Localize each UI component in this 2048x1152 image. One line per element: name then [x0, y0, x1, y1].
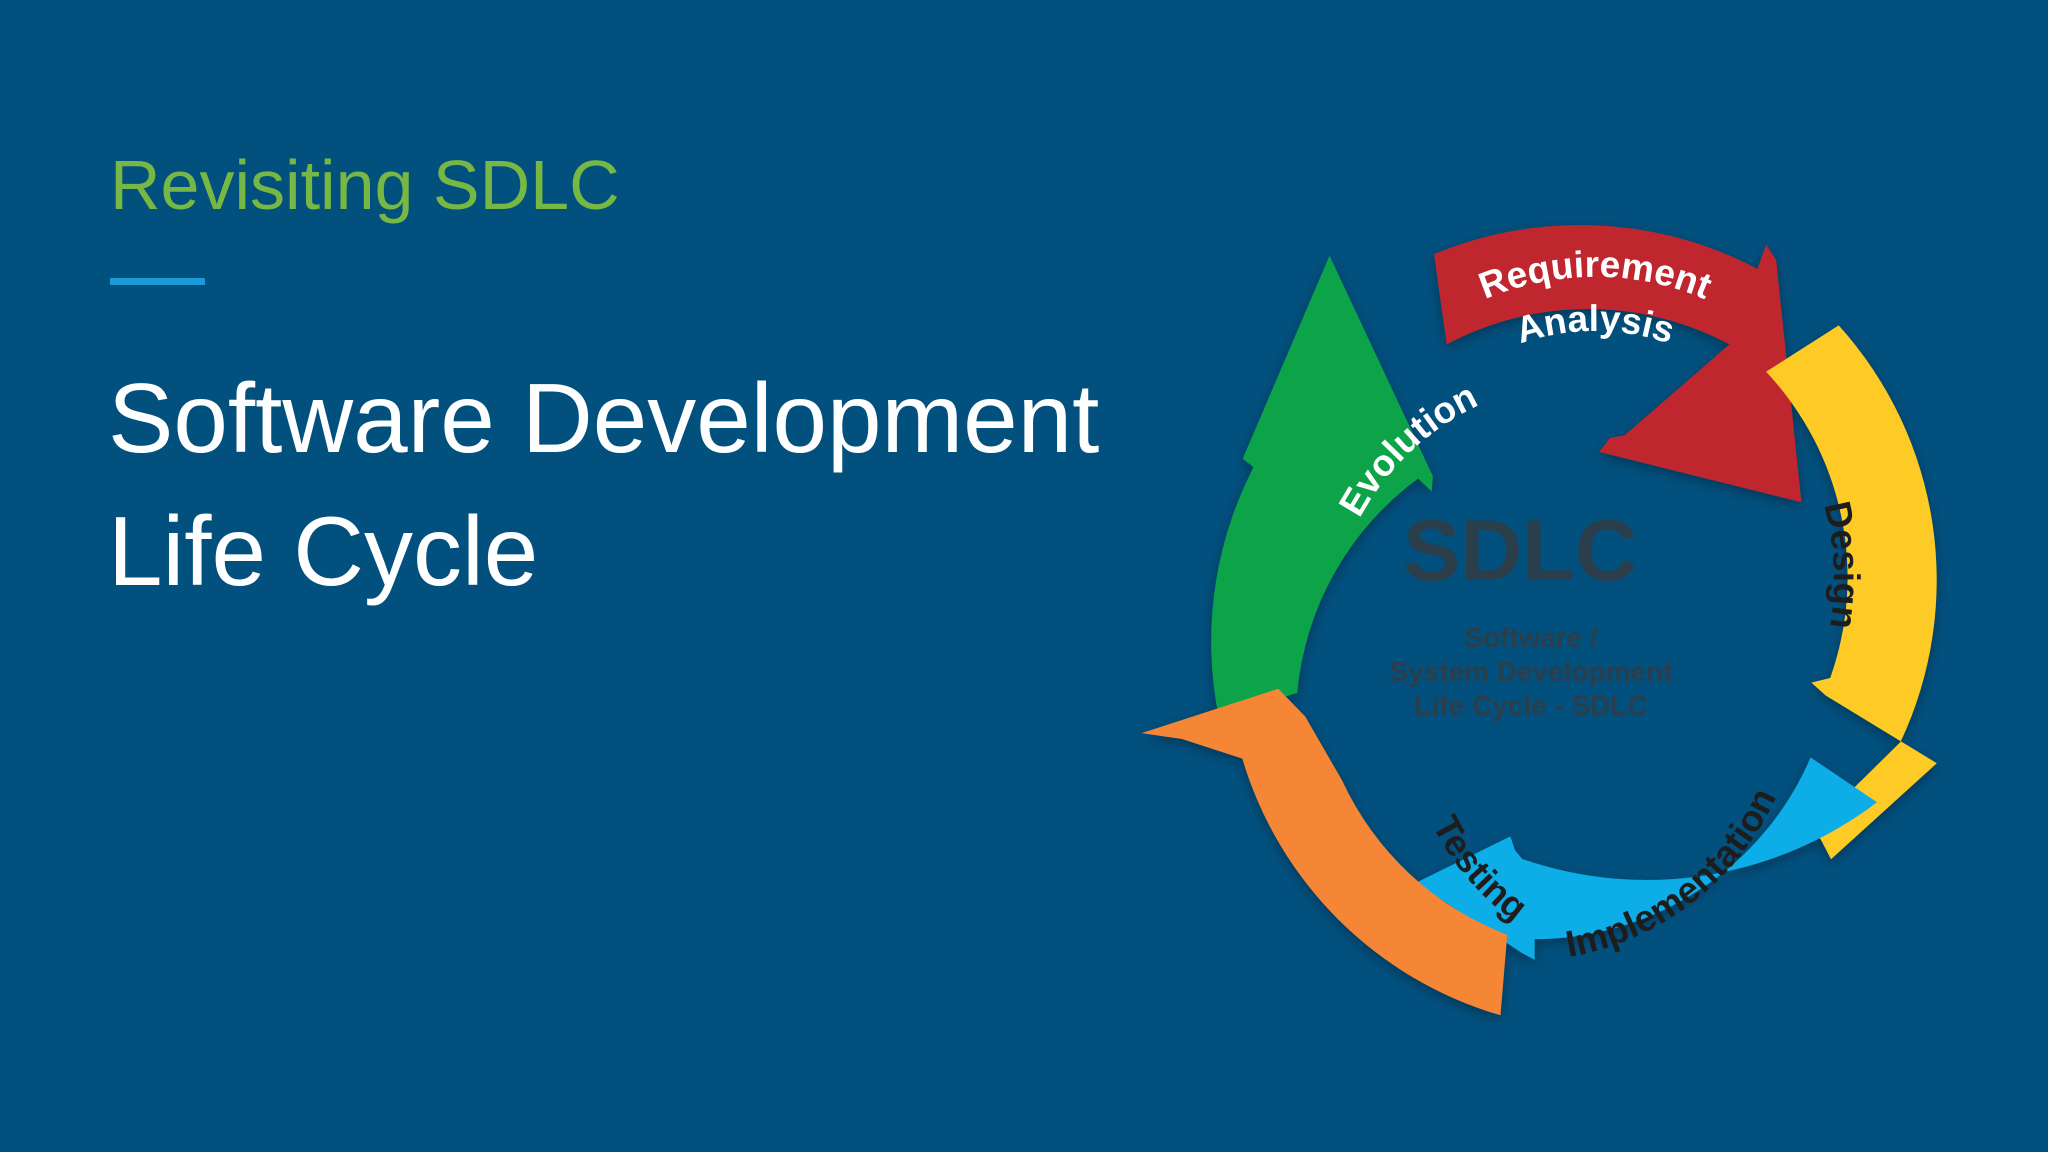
center-title: SDLC [1403, 503, 1637, 599]
slide-title: Software Development Life Cycle [108, 352, 1099, 618]
stage-arrow-requirement-analysis [1434, 224, 1802, 503]
sdlc-cycle-diagram: Requirement Analysis Design Implementati… [1141, 224, 1937, 1016]
stage-label-design: Design [1816, 498, 1867, 632]
stage-label-analysis: Analysis [1511, 298, 1679, 351]
stage-arrow-testing [1141, 688, 1508, 1016]
center-subtitle-line-1: Software / [1464, 622, 1598, 653]
stage-labels: Requirement Analysis Design Implementati… [1331, 244, 1867, 965]
center-label: SDLC Software / System Development Life … [1389, 503, 1672, 721]
slide-kicker: Revisiting SDLC [110, 146, 620, 224]
center-subtitle-line-3: Life Cycle - SDLC [1414, 690, 1647, 721]
cycle-arrows [1141, 224, 1937, 1016]
stage-arrow-design [1766, 325, 1937, 860]
accent-bar [110, 278, 205, 285]
stage-arrow-implementation [1416, 757, 1877, 960]
center-subtitle-line-2: System Development [1389, 656, 1672, 687]
stage-arrow-evolution [1211, 255, 1433, 717]
title-line-1: Software Development [108, 363, 1100, 473]
title-line-2: Life Cycle [108, 496, 539, 606]
stage-label-implementation: Implementation [1562, 782, 1784, 965]
